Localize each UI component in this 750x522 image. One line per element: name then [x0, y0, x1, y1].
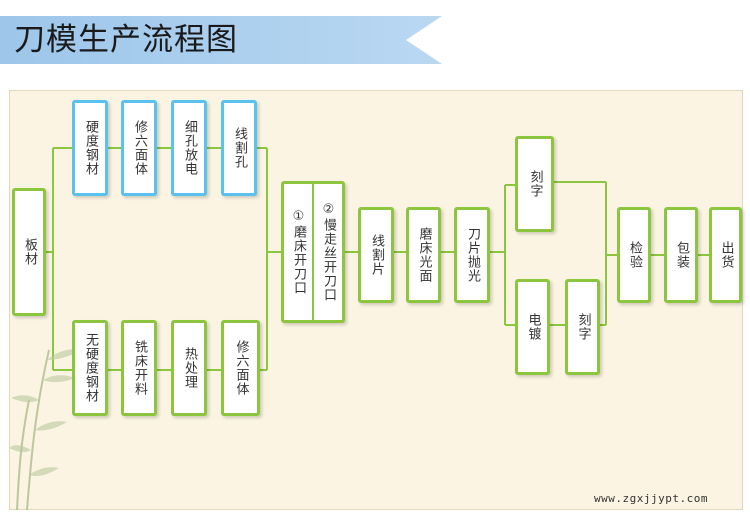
step-trim-six-faces-b: 修六面体: [221, 320, 260, 416]
step-slow-wire-edge: ②慢走丝开刀口: [312, 184, 342, 320]
step-package: 包装: [664, 207, 698, 303]
step-engrave-a: 刻字: [515, 136, 554, 232]
step-plating: 电镀: [515, 279, 550, 375]
step-grind-edge: ①磨床开刀口: [291, 209, 306, 295]
bamboo-decoration: [9, 349, 81, 510]
step-hard-steel: 硬度钢材: [72, 100, 108, 196]
step-soft-steel: 无硬度钢材: [72, 320, 108, 416]
step-trim-six-faces-a: 修六面体: [121, 100, 157, 196]
step-mill-cut: 铣床开料: [121, 320, 157, 416]
page-title: 刀模生产流程图: [14, 22, 238, 58]
step-edge-forming: ①磨床开刀口 ②慢走丝开刀口: [281, 181, 345, 323]
step-wire-cut-blade: 线割片: [358, 207, 394, 303]
title-banner: [0, 16, 442, 64]
step-heat-treat: 热处理: [171, 320, 207, 416]
step-grinder-polish: 磨床光面: [406, 207, 441, 303]
step-wire-cut-hole: 线割孔: [221, 100, 257, 196]
step-ship: 出货: [709, 207, 742, 303]
step-engrave-b: 刻字: [565, 279, 600, 375]
step-blade-polish: 刀片抛光: [454, 207, 490, 303]
step-fine-hole-edm: 细孔放电: [171, 100, 207, 196]
step-sheet: 板材: [12, 188, 46, 316]
step-inspect: 检验: [617, 207, 651, 303]
watermark-url: www.zgxjjypt.com: [594, 492, 708, 505]
